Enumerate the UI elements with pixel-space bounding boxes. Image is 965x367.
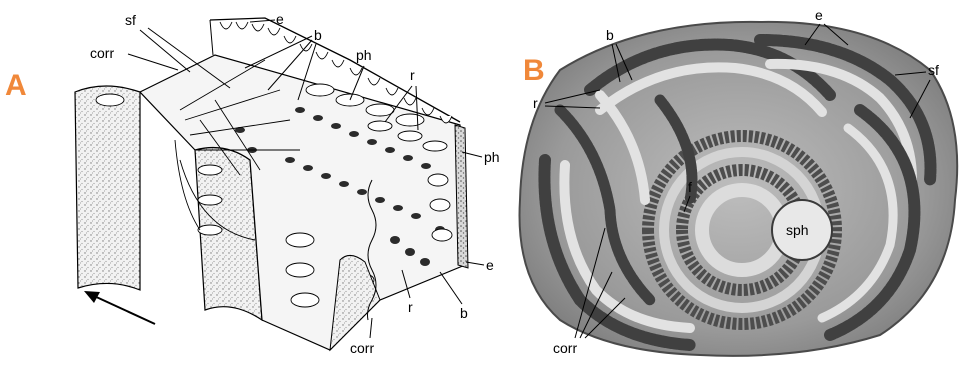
label-f: f (688, 179, 692, 195)
label-sf: sf (125, 12, 136, 28)
label-b: b (606, 27, 614, 43)
panel-a-letter: A (5, 69, 27, 102)
growth-direction-arrow (84, 291, 155, 324)
label-b-top: b (314, 27, 322, 43)
label-corr-top: corr (90, 45, 114, 61)
label-e: e (815, 7, 823, 23)
panel-a: A (5, 11, 500, 356)
label-e-top: e (276, 11, 284, 27)
label-r-top: r (410, 67, 415, 83)
label-sf: sf (928, 62, 939, 78)
label-r: r (533, 95, 538, 111)
panel-b: B b e (520, 7, 958, 356)
chamber-wall-front-left (75, 86, 140, 290)
label-sph: sph (786, 222, 809, 238)
label-ph-right: ph (484, 149, 500, 165)
panel-b-letter: B (523, 54, 545, 87)
label-b-bottom: b (460, 305, 468, 321)
label-e-right: e (486, 257, 494, 273)
label-corr-bottom: corr (350, 340, 374, 356)
label-corr: corr (553, 340, 577, 356)
label-ph-top: ph (356, 47, 372, 63)
label-r-bottom: r (408, 299, 413, 315)
